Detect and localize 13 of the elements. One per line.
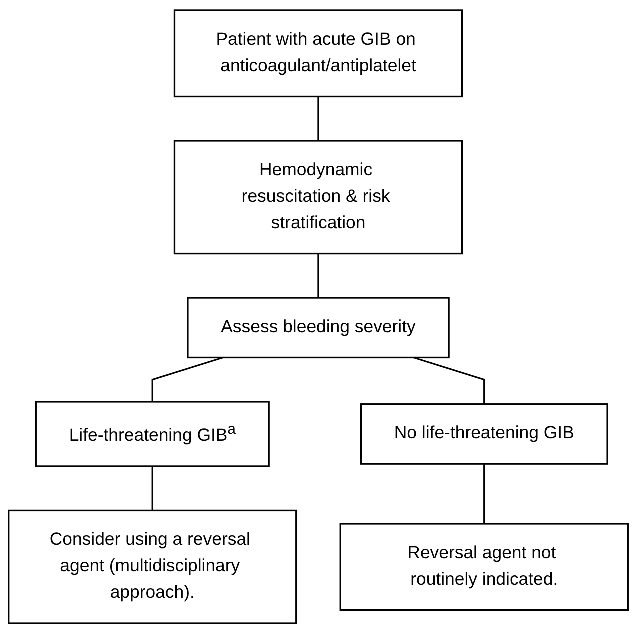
node-box: Hemodynamic resuscitation & risk stratification	[174, 140, 464, 255]
connector	[414, 356, 486, 404]
connector	[152, 466, 154, 511]
node-box: Patient with acute GIB on anticoagulant/antiplatelet	[174, 10, 464, 98]
node-box: Assess bleeding severity	[187, 297, 450, 359]
node-box: No life-threatening GIB	[360, 404, 608, 465]
node-box: Consider using a reversal agent (multidisciplinary approach).	[8, 510, 298, 624]
node-box: Life-threatening GIB$^{a}$	[35, 401, 270, 468]
connector	[318, 96, 320, 141]
connector	[318, 254, 320, 298]
connector	[152, 356, 224, 402]
node-box: Reversal agent not routinely indicated.	[340, 523, 629, 612]
connector	[484, 464, 486, 524]
